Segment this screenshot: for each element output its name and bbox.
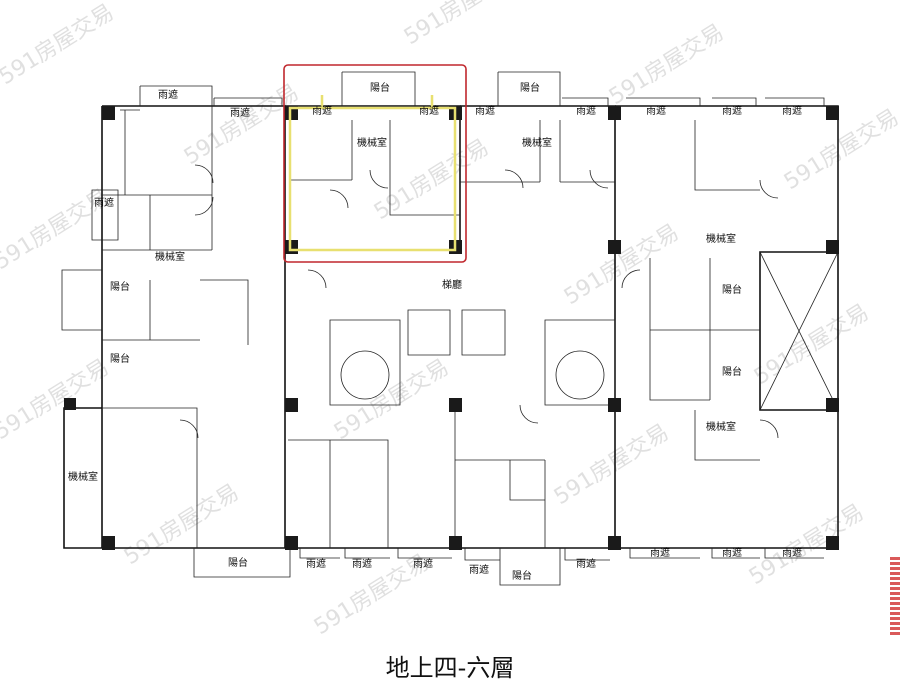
label-machine-room: 機械室 bbox=[522, 136, 552, 149]
label-balcony: 陽台 bbox=[722, 283, 742, 296]
label-canopy: 雨遮 bbox=[306, 557, 326, 570]
label-machine-room: 機械室 bbox=[357, 136, 387, 149]
label-canopy: 雨遮 bbox=[646, 104, 666, 117]
label-canopy: 雨遮 bbox=[475, 104, 495, 117]
watermark: 591房屋交易 bbox=[120, 480, 243, 570]
watermark: 591房屋交易 bbox=[745, 500, 868, 590]
floor-title: 地上四-六層 bbox=[385, 654, 515, 682]
label-balcony: 陽台 bbox=[512, 569, 532, 582]
label-balcony: 陽台 bbox=[520, 81, 540, 94]
label-machine-room: 機械室 bbox=[706, 232, 736, 245]
label-machine-room: 機械室 bbox=[155, 250, 185, 263]
label-machine-room: 機械室 bbox=[68, 470, 98, 483]
watermark: 591房屋交易 bbox=[330, 355, 453, 445]
label-canopy: 雨遮 bbox=[312, 104, 332, 117]
label-canopy: 雨遮 bbox=[576, 104, 596, 117]
label-balcony: 陽台 bbox=[110, 352, 130, 365]
watermark: 591房屋交易 bbox=[550, 420, 673, 510]
watermark: 591房屋交易 bbox=[750, 300, 873, 390]
label-canopy: 雨遮 bbox=[469, 563, 489, 576]
label-canopy: 雨遮 bbox=[352, 557, 372, 570]
label-balcony: 陽台 bbox=[722, 365, 742, 378]
watermark: 591房屋交易 bbox=[780, 105, 900, 195]
watermark: 591房屋交易 bbox=[560, 220, 683, 310]
label-canopy: 雨遮 bbox=[650, 546, 670, 559]
label-canopy: 雨遮 bbox=[413, 557, 433, 570]
label-canopy: 雨遮 bbox=[576, 557, 596, 570]
room-labels: 雨遮 雨遮 陽台 雨遮 雨遮 陽台 雨遮 雨遮 雨遮 雨遮 雨遮 機械室 機械室… bbox=[68, 81, 802, 582]
label-canopy: 雨遮 bbox=[230, 106, 250, 119]
label-canopy: 雨遮 bbox=[94, 196, 114, 209]
red-seal-stamp bbox=[890, 555, 900, 635]
label-balcony: 陽台 bbox=[110, 280, 130, 293]
selected-unit-highlight bbox=[283, 64, 467, 263]
unit-yellow-outline bbox=[288, 95, 457, 252]
watermark: 591房屋交易 bbox=[400, 0, 523, 50]
label-canopy: 雨遮 bbox=[722, 104, 742, 117]
label-canopy: 雨遮 bbox=[782, 104, 802, 117]
watermark: 591房屋交易 bbox=[370, 135, 493, 225]
label-lobby: 梯廳 bbox=[442, 278, 462, 291]
building-walls bbox=[61, 71, 839, 586]
label-canopy: 雨遮 bbox=[782, 546, 802, 559]
label-canopy: 雨遮 bbox=[722, 546, 742, 559]
label-balcony: 陽台 bbox=[228, 556, 248, 569]
watermark: 591房屋交易 bbox=[605, 20, 728, 110]
watermark: 591房屋交易 bbox=[0, 0, 118, 90]
watermark: 591房屋交易 bbox=[0, 355, 113, 445]
label-machine-room: 機械室 bbox=[706, 420, 736, 433]
label-canopy: 雨遮 bbox=[419, 104, 439, 117]
label-balcony: 陽台 bbox=[370, 81, 390, 94]
label-canopy: 雨遮 bbox=[158, 88, 178, 101]
